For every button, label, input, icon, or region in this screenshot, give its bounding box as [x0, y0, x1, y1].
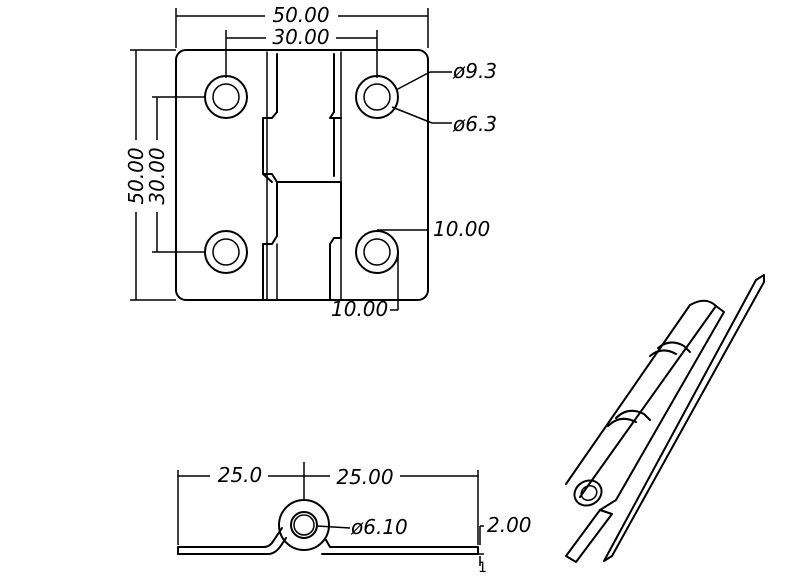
right-leaf [321, 539, 479, 555]
left-leaf [177, 527, 287, 555]
hole-spacing-y-dimension: 30.00 [145, 96, 205, 253]
hole-diameter-label: ø6.3 [452, 112, 497, 136]
countersink-diameter-callout: ø9.3 [395, 59, 497, 91]
leaf-length-dimensions: 25.0 25.00 [177, 462, 479, 545]
hinge-plate-outline [175, 49, 429, 301]
hole-offset-x-callout: 10.00 [377, 217, 490, 241]
mounting-hole-top-right [355, 75, 399, 119]
hole-offset-y-callout: 10.00 [331, 254, 399, 321]
hole-spacing-x-label: 30.00 [272, 25, 329, 49]
overall-height-dimension: 50.00 [124, 49, 176, 301]
bottom-view: 25.0 25.00 ø6.10 2.00 1 [177, 462, 532, 576]
right-leaf-length-label: 25.00 [336, 465, 393, 489]
hole-spacing-x-dimension: 30.00 [225, 25, 378, 78]
mounting-hole-top-left [204, 75, 248, 119]
mounting-hole-bottom-left [204, 230, 248, 274]
pin-diameter-label: ø6.10 [350, 515, 408, 539]
leaf-thickness-callout: 2.00 1 [438, 513, 532, 576]
overall-width-dimension: 50.00 [175, 3, 429, 48]
overall-height-label: 50.00 [124, 147, 148, 204]
hole-offset-x-label: 10.00 [433, 217, 490, 241]
leaf-thickness-label: 2.00 [487, 513, 532, 537]
mounting-hole-bottom-right [355, 230, 399, 274]
hole-offset-y-label: 10.00 [331, 297, 388, 321]
hole-spacing-y-label: 30.00 [145, 147, 169, 204]
front-view: 50.00 30.00 50.00 30.00 [124, 3, 497, 321]
pin-diameter-callout: ø6.10 [316, 515, 408, 539]
thickness-marker-label: 1 [478, 560, 487, 576]
countersink-diameter-label: ø9.3 [452, 59, 497, 83]
pin-knuckle [278, 499, 330, 551]
overall-width-label: 50.00 [272, 3, 329, 27]
left-leaf-length-label: 25.0 [218, 463, 263, 487]
isometric-view [565, 274, 765, 563]
hole-diameter-callout: ø6.3 [391, 106, 497, 136]
knuckle-band [262, 51, 342, 301]
